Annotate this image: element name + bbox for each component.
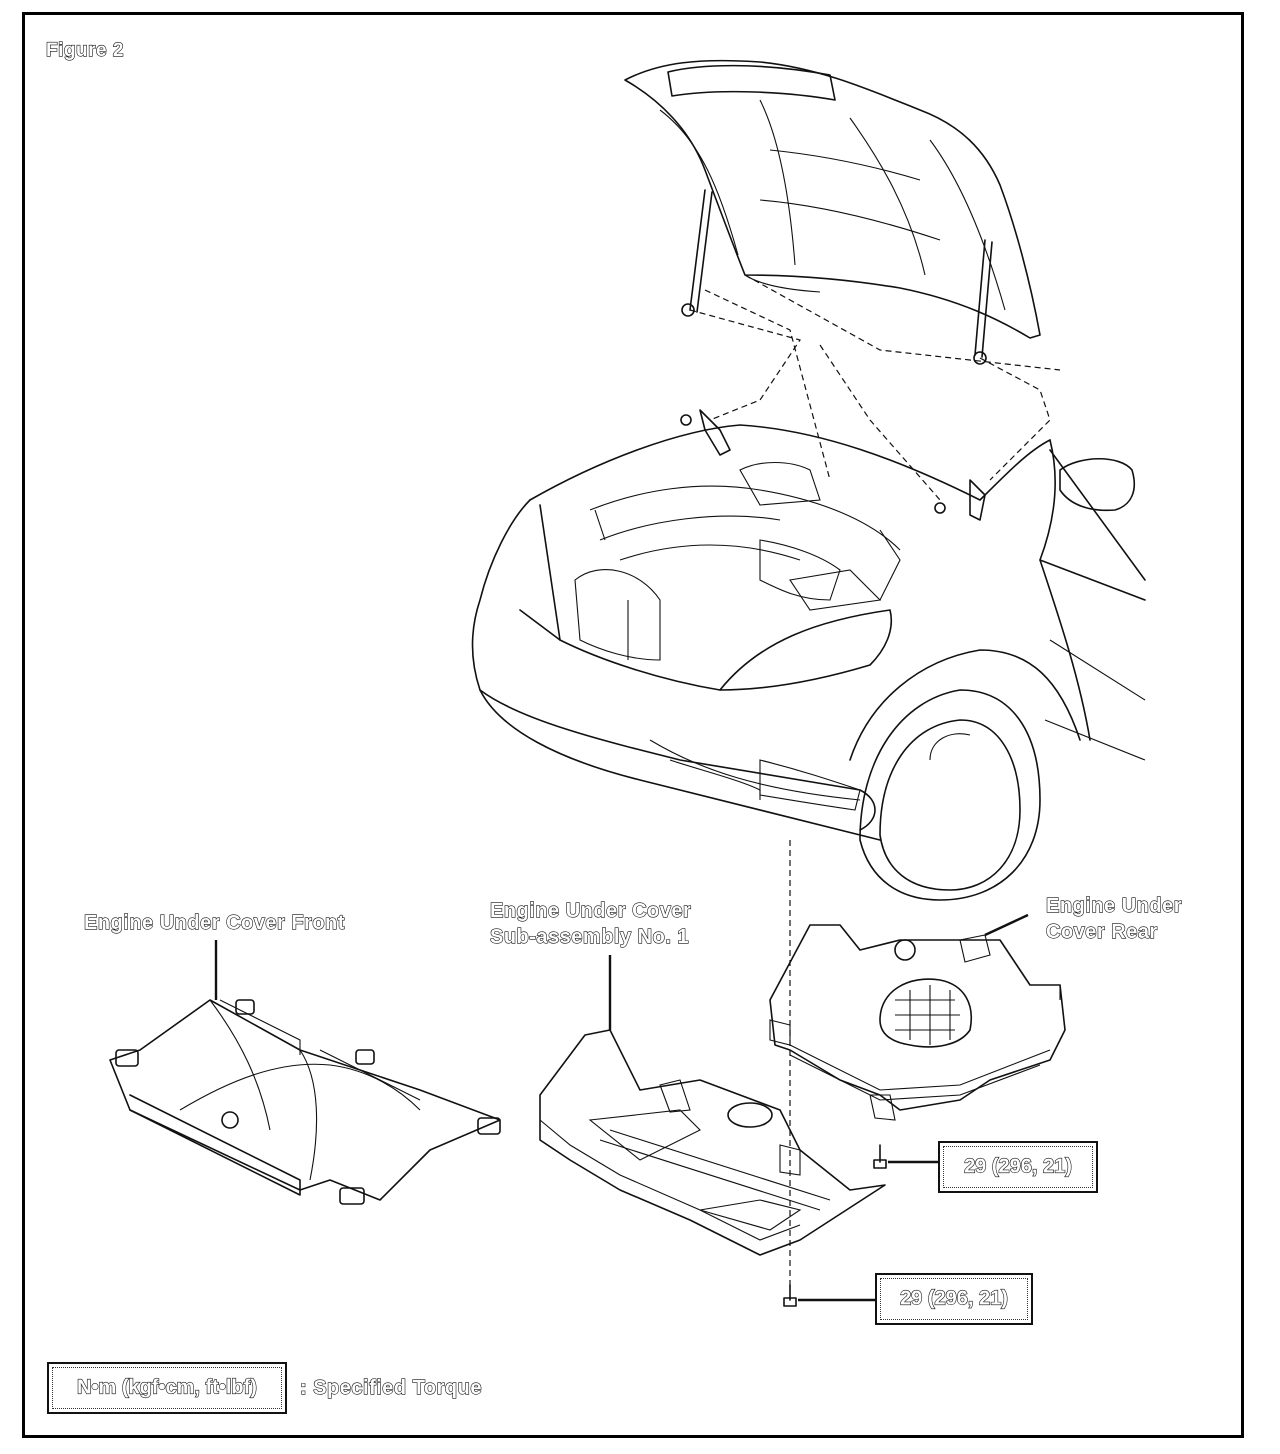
- hood-illustration: [624, 59, 1041, 365]
- figure-title: Figure 2: [45, 39, 124, 61]
- vehicle-illustration: [471, 409, 1146, 901]
- torque-callout-front: 29 (296, 21): [875, 1273, 1033, 1325]
- torque-value-front: 29 (296, 21): [899, 1287, 1008, 1310]
- figure-frame: [22, 12, 1244, 1438]
- engine-under-cover-rear-illustration: [769, 924, 1066, 1121]
- legend-description: : Specified Torque: [299, 1376, 482, 1399]
- label-engine-under-cover-rear-line1: Engine Under: [1045, 894, 1183, 917]
- label-engine-under-cover-front: Engine Under Cover Front: [83, 911, 345, 934]
- engine-under-cover-front-illustration: [109, 999, 501, 1205]
- label-engine-under-cover-sub-assembly-line1: Engine Under Cover: [489, 899, 692, 922]
- legend-unit-text: N•m (kgf•cm, ft•lbf): [76, 1376, 257, 1399]
- legend-unit-box: N•m (kgf•cm, ft•lbf): [47, 1362, 287, 1414]
- label-engine-under-cover-rear-line2: Cover Rear: [1045, 920, 1158, 943]
- engine-under-cover-sub-assembly-illustration: [539, 1029, 886, 1256]
- torque-value-rear: 29 (296, 21): [963, 1155, 1072, 1178]
- label-engine-under-cover-sub-assembly-line2: Sub-assembly No. 1: [489, 925, 690, 948]
- torque-callout-rear: 29 (296, 21): [938, 1141, 1098, 1193]
